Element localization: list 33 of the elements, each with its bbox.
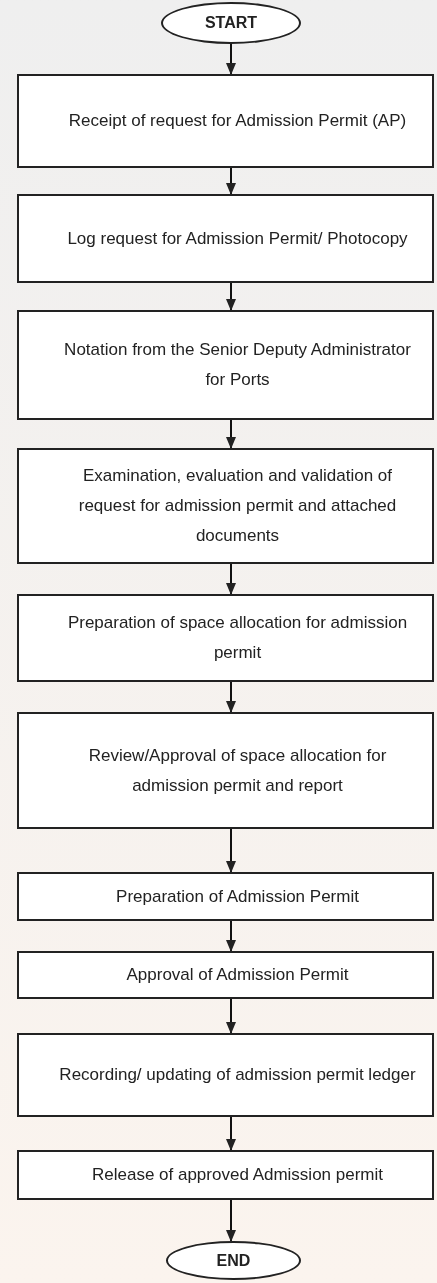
process-box [17,74,434,168]
arrow [226,1199,236,1242]
process-box [17,594,434,682]
step-label: Recording/ updating of admission permit ledger [59,1064,416,1086]
arrow [226,167,236,195]
step-label: Preparation of space allocation for admission permit [66,612,409,664]
process-box [17,872,434,921]
process-box [17,194,434,283]
step-label: Log request for Admission Permit/ Photocopy [67,227,408,250]
process-box [17,448,434,564]
arrow [226,828,236,873]
arrow [226,43,236,75]
arrow [226,920,236,952]
terminal-label: END [216,1250,251,1271]
arrow [226,1116,236,1151]
process-box [17,310,434,420]
step-label: Examination, evaluation and validation of request for admission permit and attached documents [77,465,398,547]
step-label: Release of approved Admission permit [91,1164,383,1186]
step-label: Receipt of request for Admission Permit (AP) [68,110,407,132]
arrow [226,419,236,449]
step-label: Approval of Admission Permit [126,964,349,986]
step-label: Review/Approval of space allocation for admission permit and report [87,744,388,797]
step-label: Preparation of Admission Permit [116,885,359,908]
arrow [226,563,236,595]
process-box [17,1033,434,1117]
step-label: Notation from the Senior Deputy Administrator for Ports [63,339,412,391]
arrow [226,681,236,713]
process-box [17,712,434,829]
arrow [226,282,236,311]
arrow [226,998,236,1034]
terminal-label: START [204,13,258,33]
process-box [17,1150,434,1200]
process-box [17,951,434,999]
